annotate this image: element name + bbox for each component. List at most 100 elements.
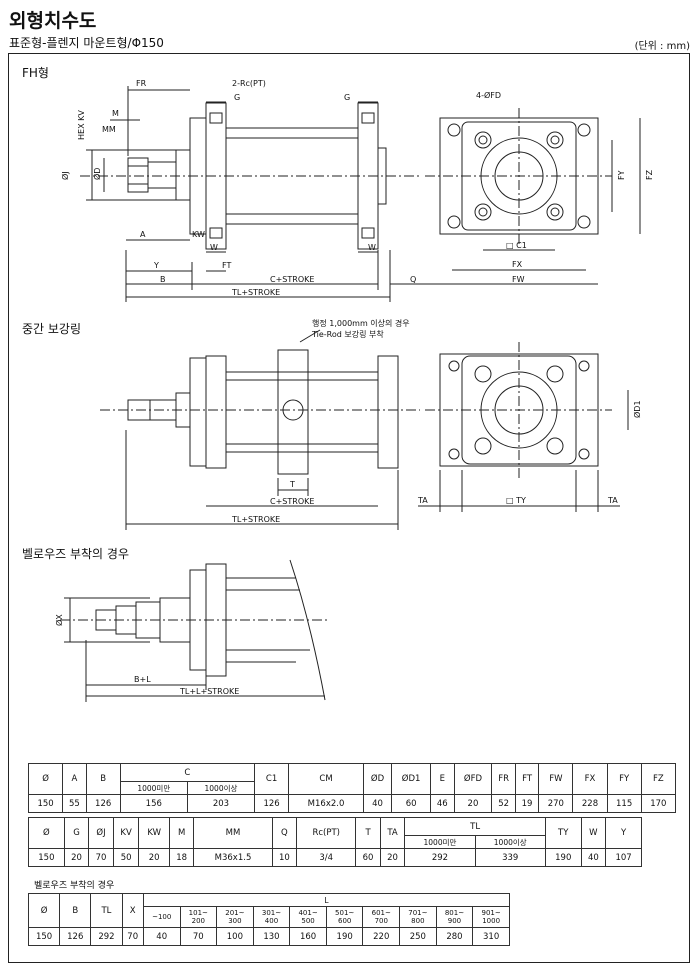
table3-header: Ø: [27, 893, 61, 928]
table1-cell: 115: [606, 794, 642, 813]
table3-range: 801~900: [435, 906, 474, 928]
table1-header: B: [85, 763, 121, 795]
dim-kw: KW: [192, 230, 205, 239]
dim-tll: TL+L+STROKE: [179, 687, 239, 696]
table1-cell: 40: [362, 794, 393, 813]
dim-fy: FY: [617, 170, 626, 180]
dim-fd: 4-ØFD: [476, 90, 501, 100]
table2-header: MM: [193, 817, 273, 849]
table3-cell: 100: [216, 927, 254, 946]
table2-header: Q: [271, 817, 298, 849]
table2-header: TL: [404, 817, 546, 836]
dim-ta-left: TA: [417, 496, 428, 505]
table2-cell: 190: [544, 848, 582, 867]
table1-cell: 60: [391, 794, 432, 813]
section-ring-label: 중간 보강링: [22, 322, 82, 336]
table1-header: E: [430, 763, 455, 795]
dim-d1: ØD1: [632, 400, 642, 418]
fh-end-view: [425, 108, 641, 285]
drawing-frame: [8, 53, 690, 963]
dim-ta-right: TA: [607, 496, 618, 505]
table3-cell: 190: [325, 927, 364, 946]
table3-cell: 70: [121, 927, 144, 946]
dim-fw: FW: [512, 275, 525, 284]
dim-fz: FZ: [645, 169, 654, 180]
table3-cell: 150: [27, 927, 61, 946]
table1-cell: M16x2.0: [288, 794, 364, 813]
table1-header: FW: [538, 763, 574, 795]
page-subtitle: 표준형-플렌지 마운트형/Φ150: [9, 36, 164, 50]
table2-cell: 150: [28, 848, 65, 867]
table3-label: 벨로우즈 부착의 경우: [34, 881, 115, 891]
table1-header: ØD1: [391, 763, 432, 795]
table1-cell: 270: [538, 794, 574, 813]
table3-cell: 40: [142, 927, 181, 946]
dim-m: M: [112, 109, 119, 118]
table1-header: FT: [514, 763, 540, 795]
table1-cell: 126: [85, 794, 121, 813]
bellows-view: [60, 559, 330, 702]
dim-a: A: [140, 230, 146, 239]
dim-mm: MM: [102, 125, 116, 134]
dim-q: Q: [410, 275, 416, 284]
table3-header: X: [121, 893, 144, 928]
table3-range: 601~700: [362, 906, 401, 928]
table1-header: FX: [572, 763, 608, 795]
table2-header: W: [580, 817, 607, 849]
table1-header: C1: [254, 763, 290, 795]
table1-cell: 46: [430, 794, 455, 813]
table1-cell: 170: [640, 794, 677, 813]
table1-header: FR: [491, 763, 516, 795]
table2-cell: 20: [379, 848, 406, 867]
table3-cell: 310: [472, 927, 510, 946]
table2-cell: 60: [355, 848, 381, 867]
table2-cell: 339: [474, 848, 546, 867]
table2-header: Ø: [28, 817, 65, 849]
ring-dim-cstroke: C+STROKE: [270, 497, 314, 506]
dim-c1: □ C1: [506, 241, 527, 250]
table1-subheader: 1000이상: [186, 781, 256, 795]
table3-range: 101~200: [179, 906, 218, 928]
spec-table-3: Ø B TL X L ~100 101~200 201~300 301~400 …: [27, 893, 511, 946]
table1-cell: 156: [119, 794, 188, 813]
ring-note-2: Tie-Rod 보강링 부착: [311, 329, 384, 339]
table2-header: TY: [544, 817, 582, 849]
dim-b: B: [160, 275, 166, 284]
table3-cell: 126: [59, 927, 92, 946]
table2-cell: 70: [88, 848, 114, 867]
table1-cell: 228: [572, 794, 608, 813]
table2-header: ØJ: [88, 817, 114, 849]
table3-cell: 70: [179, 927, 218, 946]
dim-x: ØX: [54, 614, 64, 626]
table3-cell: 220: [362, 927, 401, 946]
ring-dim-tlstroke: TL+STROKE: [231, 515, 280, 524]
table2-cell: 10: [271, 848, 298, 867]
table2-cell: 18: [168, 848, 195, 867]
table2-header: M: [168, 817, 195, 849]
dim-fx: FX: [512, 260, 523, 269]
table1-cell: 203: [186, 794, 256, 813]
table1-header: ØFD: [453, 763, 493, 795]
dim-phij: ØJ: [60, 171, 70, 180]
table1-header: CM: [288, 763, 364, 795]
table2-header: TA: [379, 817, 406, 849]
table2-subheader: 1000미만: [404, 835, 476, 849]
table3-cell: 280: [435, 927, 474, 946]
table2-header: G: [63, 817, 90, 849]
table1-cell: 55: [62, 794, 87, 813]
table3-cell: 130: [252, 927, 291, 946]
table3-range: 901~1000: [472, 906, 510, 928]
table3-header: B: [59, 893, 92, 928]
table2-cell: 20: [138, 848, 170, 867]
technical-drawing: FR 2-Rc(PT) G G HEX KV M MM ØJ ØD A KW W…: [54, 79, 654, 702]
ring-note-1: 행정 1,000mm 이상의 경우: [312, 318, 410, 328]
table3-cell: 250: [399, 927, 437, 946]
table2-header: KV: [112, 817, 140, 849]
spec-table-2: Ø G ØJ KV KW M MM Q Rc(PT) T TA TL TY W …: [28, 817, 642, 867]
table1-header: C: [119, 763, 256, 782]
section-bellows-label: 벨로우즈 부착의 경우: [22, 547, 129, 561]
table1-header: Ø: [27, 763, 64, 795]
table2-header: Rc(PT): [296, 817, 357, 849]
table1-header: FY: [606, 763, 642, 795]
table3-cell: 292: [90, 927, 123, 946]
